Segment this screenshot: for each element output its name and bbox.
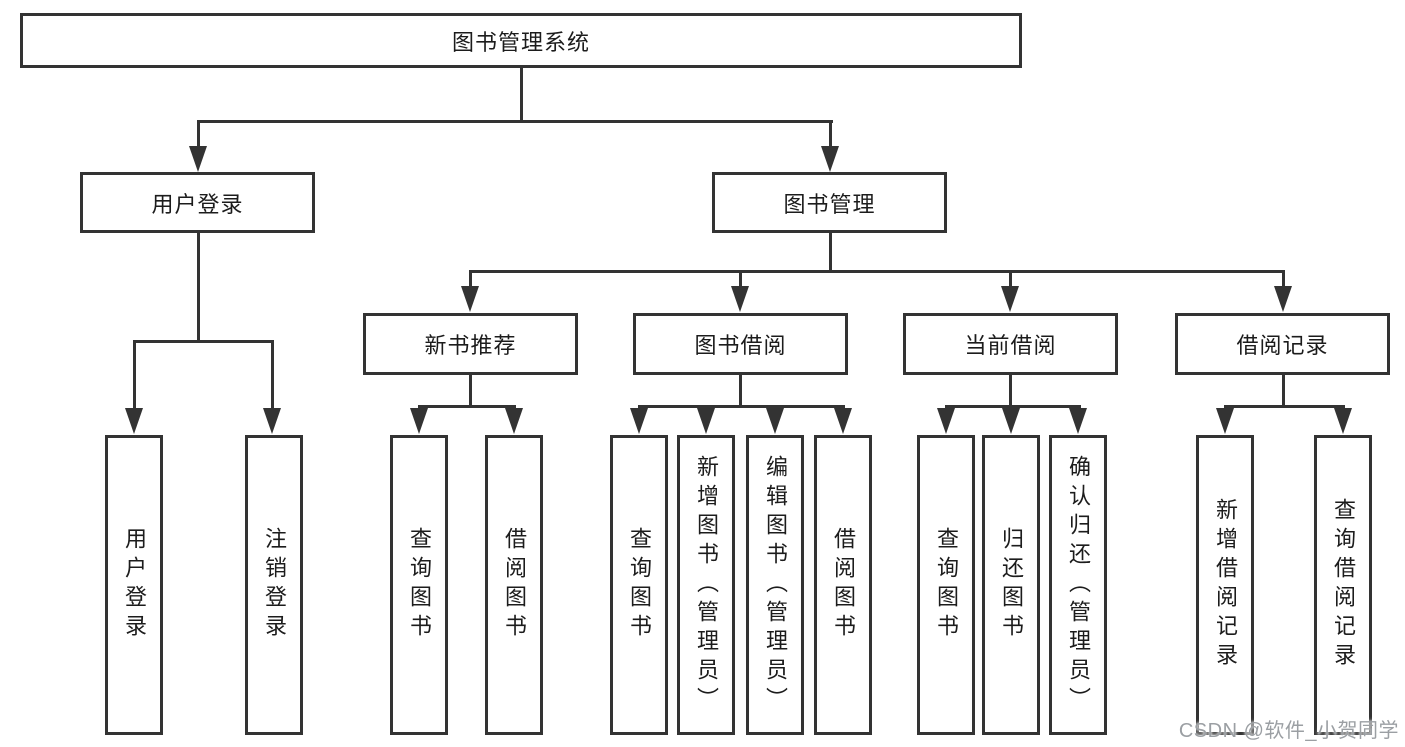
leaf-nb-query-books-label: 查询图书 (407, 527, 432, 643)
connector-line (133, 340, 136, 412)
connector-line (418, 405, 516, 408)
leaf-br-add-record-label: 新增借阅记录 (1213, 498, 1238, 672)
leaf-bb-borrow-books: 借阅图书 (814, 435, 872, 735)
arrowhead-down (505, 408, 523, 434)
connector-line (197, 120, 833, 123)
node-borrow-records-label: 借阅记录 (1236, 333, 1329, 358)
leaf-cb-query-books: 查询图书 (917, 435, 975, 735)
node-user-login: 用户登录 (80, 172, 315, 233)
node-user-login-label: 用户登录 (151, 191, 244, 217)
leaf-br-add-record: 新增借阅记录 (1196, 435, 1254, 735)
leaf-br-query-record-label: 查询借阅记录 (1331, 498, 1356, 672)
leaf-cb-return-books: 归还图书 (982, 435, 1040, 735)
leaf-bb-edit-books-admin: 编辑图书（管理员） (746, 435, 804, 735)
connector-line (739, 375, 742, 408)
node-new-book-recommend: 新书推荐 (363, 313, 578, 375)
leaf-user-login-label: 用户登录 (122, 527, 147, 643)
connector-line (1224, 405, 1345, 408)
connector-line (133, 340, 274, 343)
node-new-book-recommend-label: 新书推荐 (424, 333, 517, 358)
connector-line (469, 270, 472, 290)
connector-line (197, 233, 200, 343)
leaf-nb-borrow-books: 借阅图书 (485, 435, 543, 735)
connector-line (469, 375, 472, 408)
connector-line (1009, 375, 1012, 408)
connector-line (1282, 375, 1285, 408)
connector-line (1282, 270, 1285, 290)
leaf-nb-borrow-books-label: 借阅图书 (502, 527, 527, 643)
arrowhead-down (461, 286, 479, 312)
leaf-bb-add-books-admin-label: 新增图书（管理员） (694, 454, 719, 716)
node-book-borrowing: 图书借阅 (633, 313, 848, 375)
connector-line (739, 270, 742, 290)
arrowhead-down (1334, 408, 1352, 434)
arrowhead-down (937, 408, 955, 434)
leaf-bb-borrow-books-label: 借阅图书 (831, 527, 856, 643)
node-borrow-records: 借阅记录 (1175, 313, 1390, 375)
arrowhead-down (125, 408, 143, 434)
connector-line (520, 68, 523, 120)
leaf-bb-add-books-admin: 新增图书（管理员） (677, 435, 735, 735)
arrowhead-down (630, 408, 648, 434)
connector-line (1009, 270, 1012, 290)
connector-line (197, 120, 200, 150)
connector-line (638, 405, 845, 408)
leaf-cb-return-books-label: 归还图书 (999, 527, 1024, 643)
arrowhead-down (1001, 286, 1019, 312)
node-current-borrowing: 当前借阅 (903, 313, 1118, 375)
leaf-cb-query-books-label: 查询图书 (934, 527, 959, 643)
arrowhead-down (189, 146, 207, 172)
leaf-logout-label: 注销登录 (262, 527, 287, 643)
arrowhead-down (410, 408, 428, 434)
csdn-watermark: CSDN @软件_小贺同学 (1178, 720, 1399, 742)
arrowhead-down (731, 286, 749, 312)
arrowhead-down (766, 408, 784, 434)
arrowhead-down (263, 408, 281, 434)
leaf-cb-confirm-return-admin: 确认归还（管理员） (1049, 435, 1107, 735)
node-book-borrowing-label: 图书借阅 (694, 333, 787, 358)
connector-line (829, 233, 832, 273)
node-book-management-label: 图书管理 (783, 191, 876, 217)
leaf-bb-query-books-label: 查询图书 (627, 527, 652, 643)
node-root: 图书管理系统 (20, 13, 1022, 68)
connector-line (945, 405, 1081, 408)
arrowhead-down (834, 408, 852, 434)
node-root-label: 图书管理系统 (451, 29, 590, 55)
leaf-logout: 注销登录 (245, 435, 303, 735)
arrowhead-down (1274, 286, 1292, 312)
arrowhead-down (697, 408, 715, 434)
leaf-cb-confirm-return-admin-label: 确认归还（管理员） (1066, 454, 1091, 716)
leaf-bb-edit-books-admin-label: 编辑图书（管理员） (763, 454, 788, 716)
arrowhead-down (1216, 408, 1234, 434)
connector-line (271, 340, 274, 412)
leaf-br-query-record: 查询借阅记录 (1314, 435, 1372, 735)
connector-line (469, 270, 1285, 273)
arrowhead-down (1069, 408, 1087, 434)
leaf-user-login: 用户登录 (105, 435, 163, 735)
node-book-management: 图书管理 (712, 172, 947, 233)
connector-line (829, 120, 832, 150)
node-current-borrowing-label: 当前借阅 (964, 333, 1057, 358)
leaf-nb-query-books: 查询图书 (390, 435, 448, 735)
leaf-bb-query-books: 查询图书 (610, 435, 668, 735)
arrowhead-down (821, 146, 839, 172)
arrowhead-down (1002, 408, 1020, 434)
